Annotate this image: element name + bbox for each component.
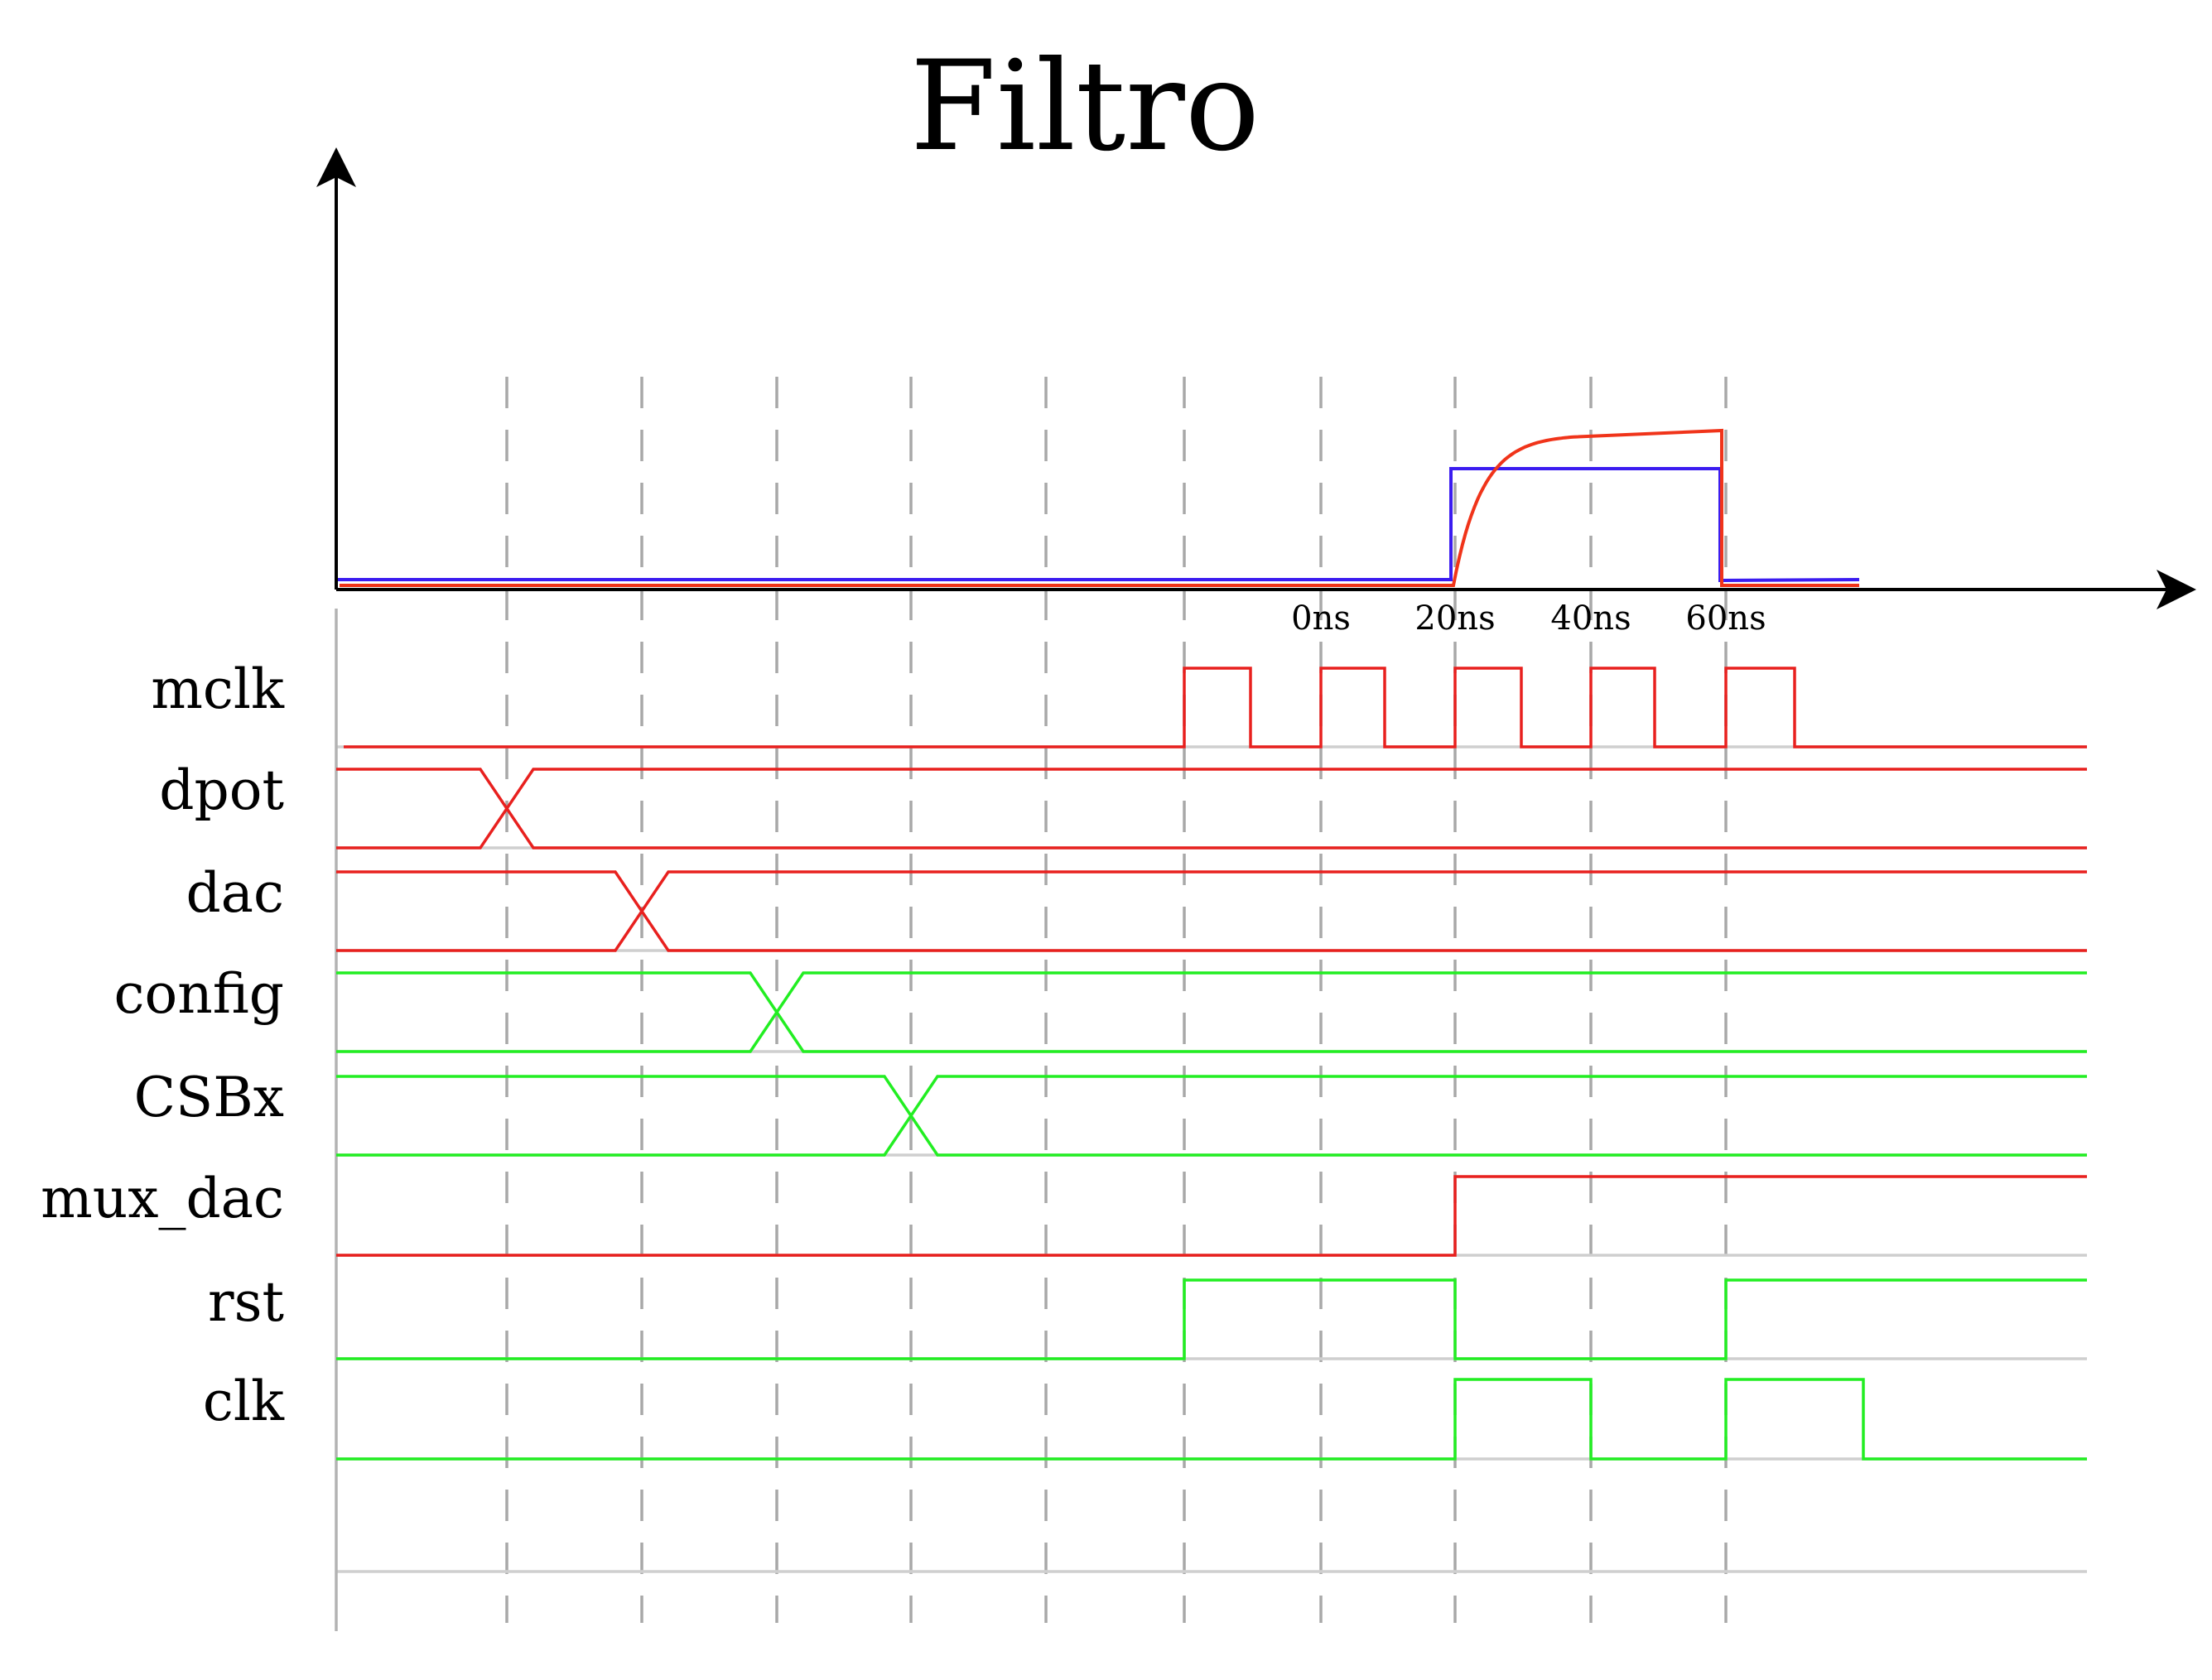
signal-label-config: config xyxy=(114,962,284,1026)
time-label-20ns: 20ns xyxy=(1414,599,1495,638)
digital-waveforms xyxy=(336,667,2087,1461)
diagram-title: Filtro xyxy=(910,35,1260,179)
plot-axes xyxy=(316,147,2196,1631)
time-label-40ns: 40ns xyxy=(1550,599,1631,638)
waveform-mux_dac xyxy=(336,1175,2087,1257)
signal-label-dac: dac xyxy=(186,861,284,925)
signal-label-mux_dac: mux_dac xyxy=(41,1167,284,1230)
waveform-config xyxy=(336,971,2087,1053)
plot-trace-blue xyxy=(338,467,1860,583)
signal-label-clk: clk xyxy=(203,1370,285,1433)
time-label-0ns: 0ns xyxy=(1291,599,1351,638)
waveform-dpot xyxy=(336,768,2087,850)
waveform-clk xyxy=(336,1378,2087,1461)
signal-label-CSBx: CSBx xyxy=(134,1066,284,1129)
signal-label-dpot: dpot xyxy=(159,758,284,822)
time-grid xyxy=(505,377,1728,1623)
signal-label-mclk: mclk xyxy=(151,657,285,721)
waveform-dac xyxy=(336,870,2087,952)
time-label-60ns: 60ns xyxy=(1685,599,1766,638)
analog-plot xyxy=(338,428,1860,587)
waveform-CSBx xyxy=(336,1075,2087,1157)
plot-trace-red xyxy=(340,428,1859,587)
waveform-rst xyxy=(336,1278,2087,1360)
waveform-mclk xyxy=(344,667,2087,749)
time-axis-labels: 0ns 20ns 40ns 60ns xyxy=(1291,599,1766,638)
signal-label-rst: rst xyxy=(208,1270,284,1334)
